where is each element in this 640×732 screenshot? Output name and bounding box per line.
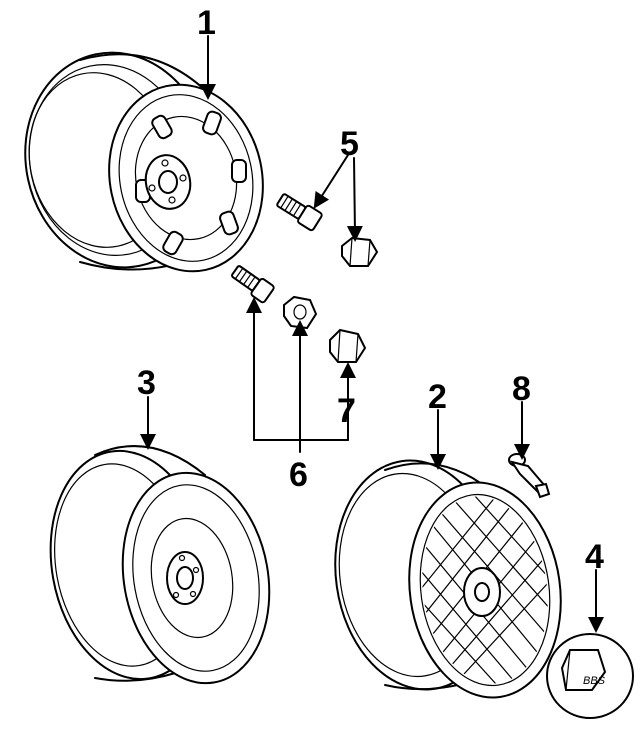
alloy-wheel-part-2	[334, 459, 562, 699]
callout-4: 4	[585, 538, 604, 576]
lug-nut-part-7	[329, 328, 367, 363]
callout-8: 8	[512, 370, 531, 408]
callout-7: 7	[337, 392, 356, 430]
callout-6: 6	[289, 456, 308, 494]
leader-lines	[140, 35, 604, 633]
callout-3: 3	[137, 364, 156, 402]
stud-and-sleeve-part-6	[231, 265, 318, 330]
steel-wheel-part-1	[24, 51, 264, 273]
spare-wheel-part-3	[49, 445, 271, 685]
callout-1: 1	[197, 4, 216, 42]
callout-5: 5	[340, 125, 359, 163]
valve-stem-part-8	[508, 453, 551, 499]
cap-logo-text: BBS	[583, 675, 606, 687]
center-cap-part-4: BBS	[546, 633, 634, 719]
callout-2: 2	[428, 378, 447, 416]
wheel-stud-and-nut-part-5	[276, 193, 379, 267]
